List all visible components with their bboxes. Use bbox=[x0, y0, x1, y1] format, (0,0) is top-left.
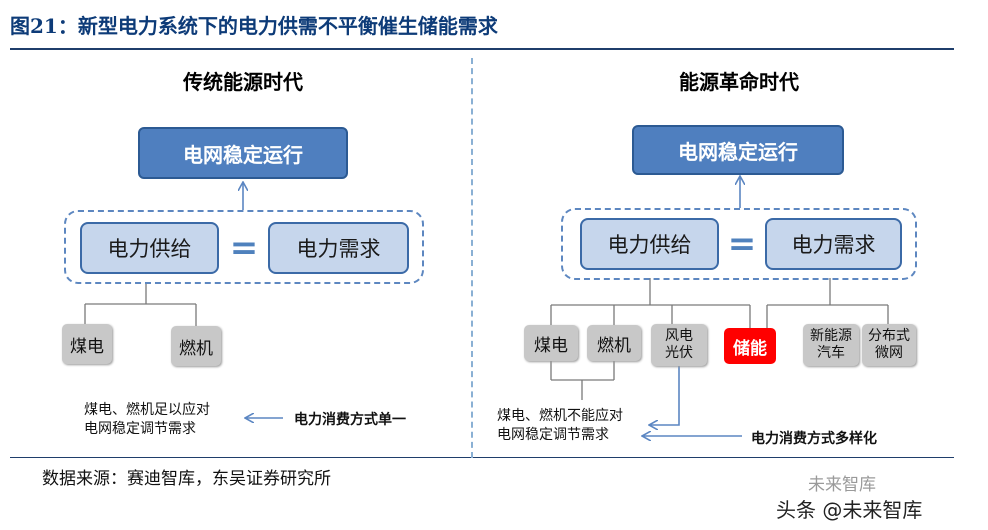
left-note: 煤电、燃机足以应对 电网稳定调节需求 bbox=[84, 401, 210, 439]
wind-label: 风电 bbox=[665, 328, 693, 344]
left-grid-stable-box: 电网稳定运行 bbox=[138, 127, 348, 179]
left-coal-box: 煤电 bbox=[62, 324, 112, 364]
right-wind-arrow bbox=[650, 366, 680, 425]
left-balance-group bbox=[64, 210, 424, 284]
right-note: 煤电、燃机不能应对 电网稳定调节需求 bbox=[497, 407, 623, 445]
microgrid-line-2: 微网 bbox=[875, 345, 903, 361]
left-note-line-1: 煤电、燃机足以应对 bbox=[84, 402, 210, 418]
right-nev-box: 新能源 汽车 bbox=[803, 324, 859, 366]
right-supply-box: 电力供给 bbox=[580, 218, 719, 270]
right-note-line-2: 电网稳定调节需求 bbox=[497, 427, 609, 443]
nev-line-1: 新能源 bbox=[810, 328, 852, 344]
left-source-tree bbox=[84, 282, 197, 326]
nev-line-2: 汽车 bbox=[817, 345, 845, 361]
bottom-rule bbox=[10, 457, 954, 458]
right-balance-group bbox=[561, 208, 917, 280]
title-rule bbox=[10, 48, 954, 50]
left-gas-box: 燃机 bbox=[171, 326, 221, 366]
right-wind-solar-box: 风电 光伏 bbox=[651, 324, 707, 366]
left-supply-box: 电力供给 bbox=[80, 222, 219, 274]
right-arrow-label: 电力消费方式多样化 bbox=[751, 431, 877, 447]
right-equals-sign: = bbox=[727, 224, 757, 264]
right-demand-box: 电力需求 bbox=[765, 218, 902, 270]
right-storage-box: 储能 bbox=[724, 328, 776, 364]
left-equals-sign: = bbox=[229, 228, 259, 268]
source-note: 数据来源：赛迪智库，东吴证券研究所 bbox=[42, 469, 331, 489]
right-microgrid-box: 分布式 微网 bbox=[862, 324, 916, 366]
watermark-logo: 未来智库 bbox=[808, 475, 876, 495]
left-arrow-label: 电力消费方式单一 bbox=[294, 412, 406, 428]
figure-title: 图21：新型电力系统下的电力供需不平衡催生储能需求 bbox=[10, 14, 498, 38]
left-note-line-2: 电网稳定调节需求 bbox=[84, 421, 196, 437]
microgrid-line-1: 分布式 bbox=[868, 328, 910, 344]
right-note-line-1: 煤电、燃机不能应对 bbox=[497, 408, 623, 424]
right-coal-box: 煤电 bbox=[524, 325, 578, 361]
watermark-text: 头条 @未来智库 bbox=[776, 498, 923, 522]
column-divider bbox=[471, 58, 473, 458]
right-grid-stable-box: 电网稳定运行 bbox=[632, 125, 844, 175]
right-source-tree bbox=[550, 278, 889, 400]
left-heading: 传统能源时代 bbox=[183, 70, 303, 94]
left-demand-box: 电力需求 bbox=[268, 222, 409, 274]
right-heading: 能源革命时代 bbox=[679, 70, 799, 94]
right-gas-box: 燃机 bbox=[587, 325, 641, 361]
solar-label: 光伏 bbox=[665, 345, 693, 361]
